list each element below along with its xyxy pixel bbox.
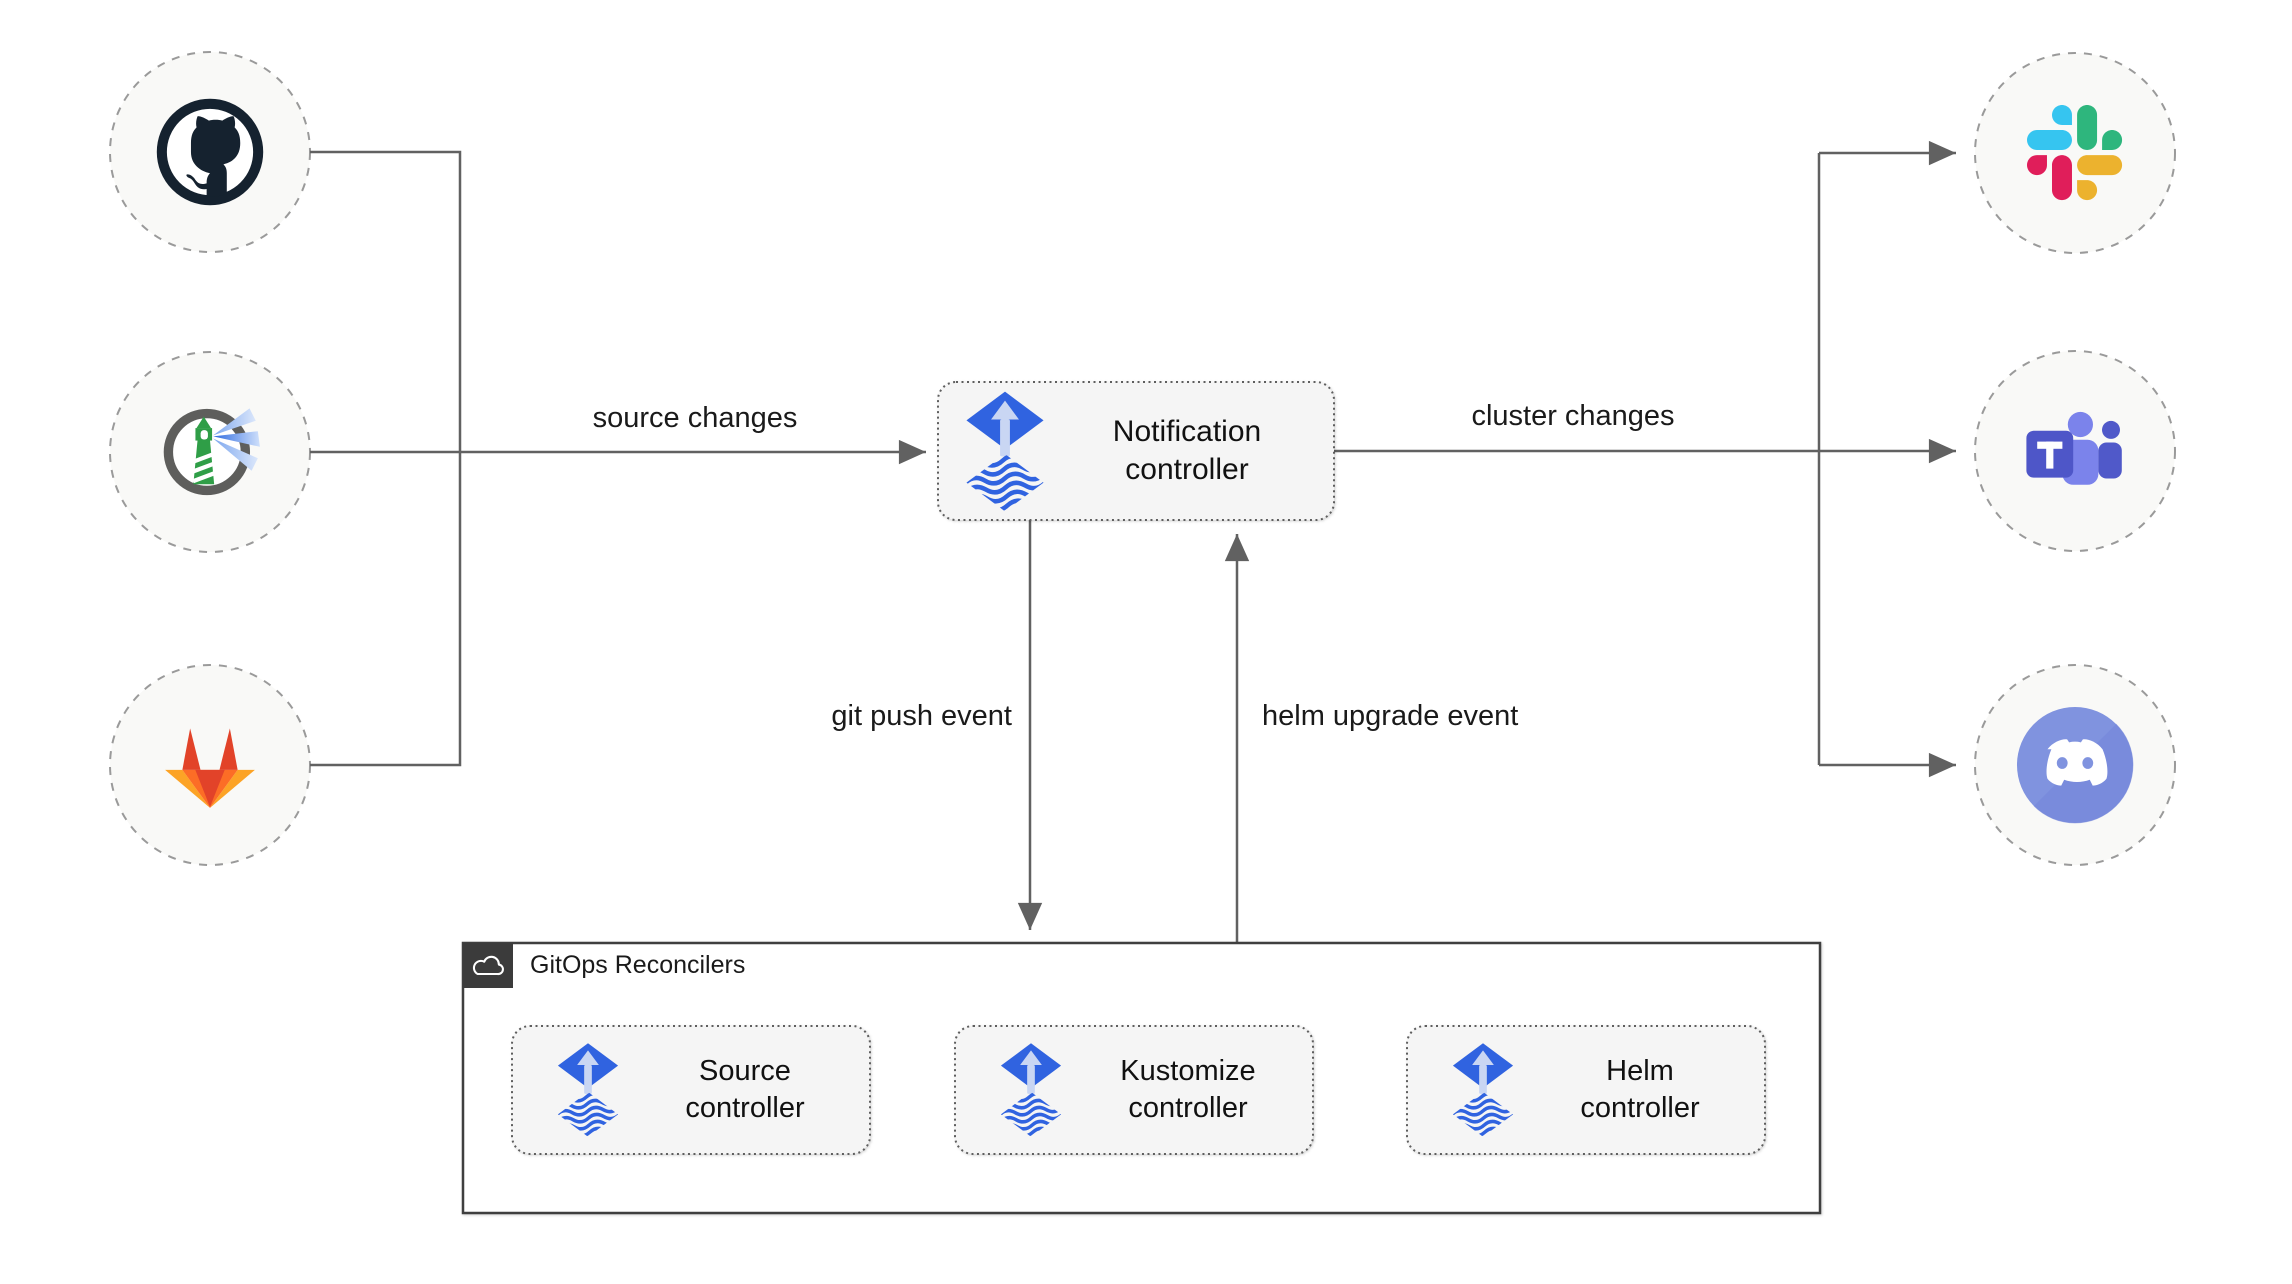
cluster-changes-label: cluster changes (1471, 400, 1675, 432)
source-controller-label: Source controller (685, 1055, 805, 1124)
harbor-icon (158, 400, 262, 504)
helm-controller-label: Helm controller (1580, 1055, 1700, 1124)
flux-icon (556, 1042, 620, 1138)
left-trunk-wire (310, 150, 462, 767)
slack-icon (2027, 105, 2123, 201)
flux-icon (964, 390, 1046, 513)
gitops-reconcilers-label: GitOps Reconcilers (530, 951, 746, 979)
source-changes-label: source changes (592, 402, 798, 434)
slack-node-circle (1974, 52, 2176, 254)
gitops-container-chip (463, 943, 513, 988)
cloud-icon (471, 953, 505, 978)
flux-icon (1451, 1042, 1515, 1138)
github-icon (154, 96, 266, 208)
git-push-event-label: git push event (831, 700, 1012, 732)
notification-controller-label: Notification controller (1112, 415, 1262, 486)
gitlab-icon (158, 718, 262, 813)
helm-upgrade-event-label: helm upgrade event (1262, 700, 1519, 732)
discord-icon (2016, 706, 2134, 824)
ms-teams-icon (2021, 402, 2129, 501)
kustomize-controller-label: Kustomize controller (1120, 1055, 1256, 1124)
flux-icon (999, 1042, 1063, 1138)
